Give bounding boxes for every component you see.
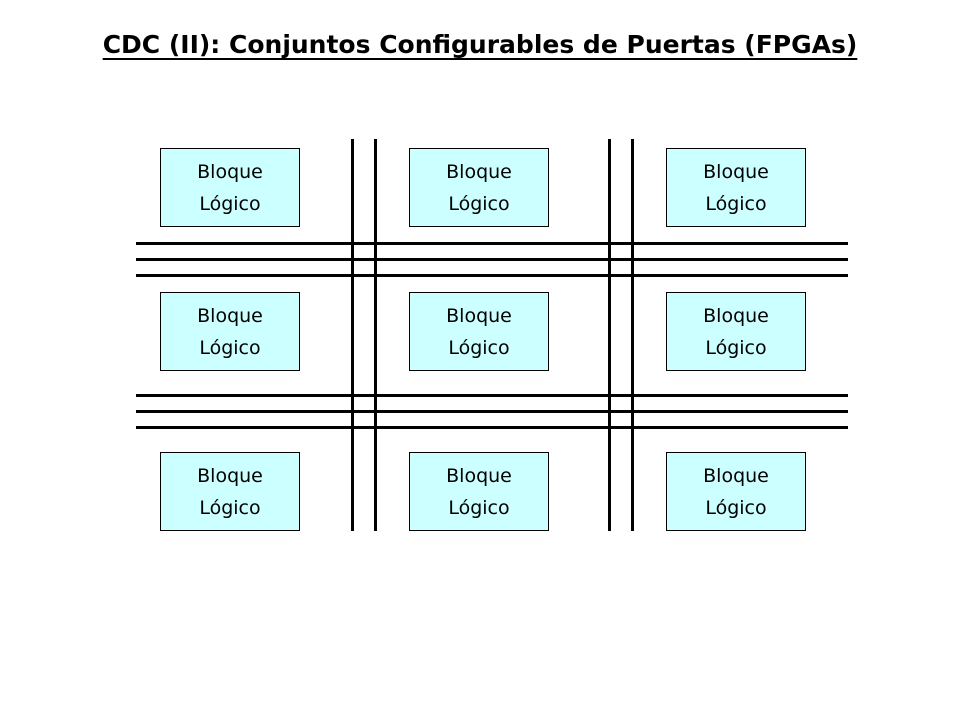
routing-line-v3 xyxy=(608,139,611,531)
logic-block: Bloque Lógico xyxy=(409,452,549,531)
logic-block-label-line1: Bloque xyxy=(703,304,769,327)
logic-block: Bloque Lógico xyxy=(160,292,300,371)
routing-line-h4 xyxy=(136,394,848,397)
routing-line-h2 xyxy=(136,258,848,261)
logic-block-label-line2: Lógico xyxy=(705,336,767,359)
logic-block: Bloque Lógico xyxy=(409,292,549,371)
logic-block-label-line2: Lógico xyxy=(199,336,261,359)
logic-block-label-line1: Bloque xyxy=(197,464,263,487)
logic-block-label-line2: Lógico xyxy=(199,496,261,519)
logic-block-label-line2: Lógico xyxy=(705,496,767,519)
logic-block-label-line1: Bloque xyxy=(446,464,512,487)
logic-block-label-line2: Lógico xyxy=(705,192,767,215)
logic-block-label-line2: Lógico xyxy=(448,192,510,215)
logic-block: Bloque Lógico xyxy=(160,148,300,227)
logic-block-label-line1: Bloque xyxy=(703,160,769,183)
logic-block: Bloque Lógico xyxy=(666,148,806,227)
logic-block-label-line2: Lógico xyxy=(448,336,510,359)
routing-line-v1 xyxy=(351,139,354,531)
logic-block-label-line2: Lógico xyxy=(199,192,261,215)
routing-line-h5 xyxy=(136,410,848,413)
slide-title: CDC (II): Conjuntos Configurables de Pue… xyxy=(102,30,858,59)
logic-block-label-line1: Bloque xyxy=(703,464,769,487)
logic-block-label-line1: Bloque xyxy=(446,304,512,327)
logic-block-label-line1: Bloque xyxy=(197,160,263,183)
logic-block-label-line1: Bloque xyxy=(197,304,263,327)
routing-line-h3 xyxy=(136,274,848,277)
routing-line-h6 xyxy=(136,426,848,429)
logic-block: Bloque Lógico xyxy=(666,292,806,371)
routing-line-h1 xyxy=(136,242,848,245)
logic-block-label-line1: Bloque xyxy=(446,160,512,183)
logic-block-label-line2: Lógico xyxy=(448,496,510,519)
logic-block: Bloque Lógico xyxy=(160,452,300,531)
logic-block: Bloque Lógico xyxy=(666,452,806,531)
routing-line-v2 xyxy=(374,139,377,531)
logic-block: Bloque Lógico xyxy=(409,148,549,227)
routing-line-v4 xyxy=(631,139,634,531)
